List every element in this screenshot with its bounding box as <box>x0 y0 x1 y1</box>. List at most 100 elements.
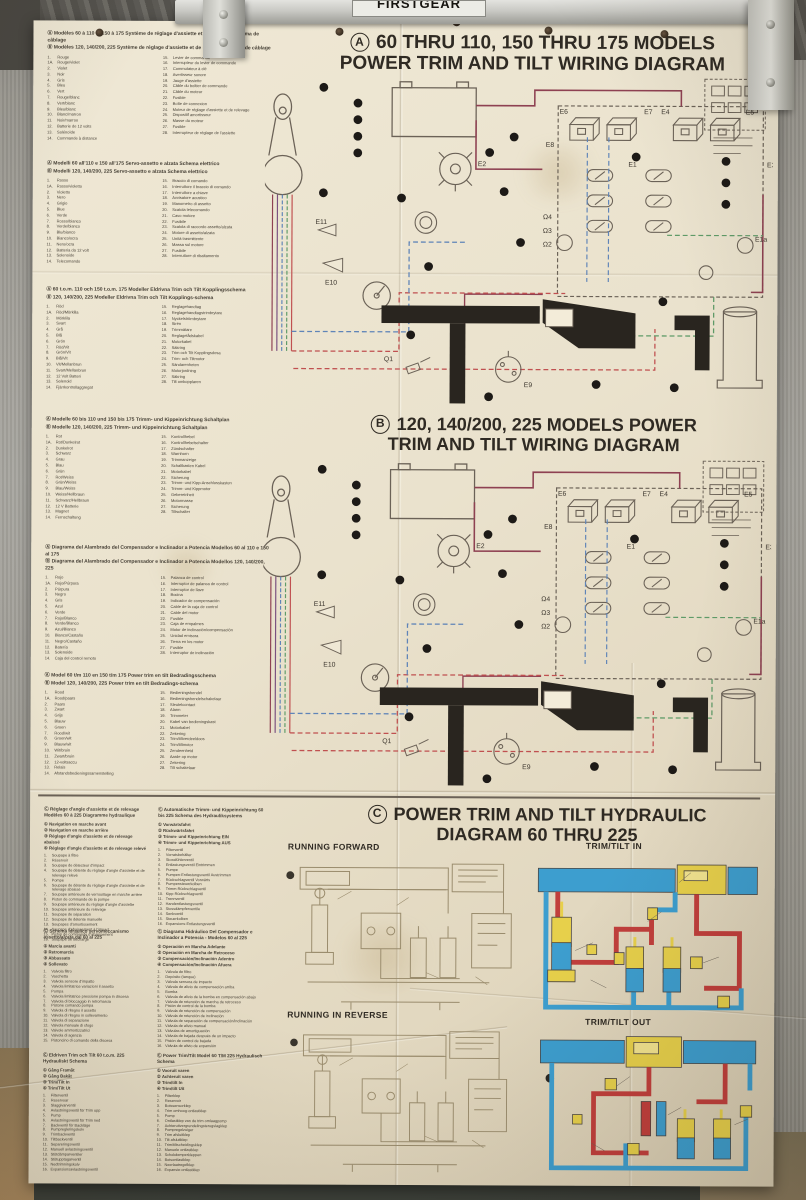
legend-item-text: Afstandsbedieningssamenstelling <box>54 770 114 776</box>
legend-header-line: Ⓑ Diagrama del Alambrado del Compensador… <box>45 558 265 571</box>
legend-item-number: 14. <box>44 655 51 661</box>
legend-row: 28.Tiltschalter <box>161 509 270 515</box>
clamp-screw <box>219 10 228 19</box>
legend-item-text: Tilt schakelaar <box>169 765 196 771</box>
legend-item-text: Fjärrkontrollaggregat <box>55 384 93 390</box>
legend-item-text: Tilt omkopplaren <box>171 379 201 385</box>
legend-header: Ⓐ Modelle 60 bis 110 und 150 bis 175 Tri… <box>46 416 270 431</box>
legend-item-number: 16. <box>157 1043 163 1048</box>
legend-row: 16.Válvula de alivio de expansión <box>157 1044 267 1049</box>
legend-item-number: 28. <box>162 129 169 135</box>
clamp-screw <box>766 78 775 87</box>
section-c-badge: C <box>367 804 387 824</box>
hyd-legend-mode: ④ Réglage d'angle d'assiette et de relev… <box>43 845 147 851</box>
legend-row: 28.Tilt omkopplaren <box>161 379 270 385</box>
legend-row: 28.Interrupteur de réglage de l'assiette <box>163 130 272 136</box>
legend-item-text: Caja del control remoto <box>54 655 97 661</box>
legend-block-swedish: Ⓐ 60 t.o.m. 110 och 150 t.o.m. 175 Model… <box>46 286 270 391</box>
legend-item-text: Expansions-Entlastungsventil <box>165 921 216 927</box>
legend-item-text: Expansie-ontlastklep <box>164 1167 200 1172</box>
legend-header-line: Ⓐ Modelli 60 all'110 e 150 all'175 Servo… <box>46 160 220 168</box>
legend-row: 14.Fjärrkontrollaggregat <box>46 385 155 391</box>
trim-tilt-out-label: TRIM/TILT OUT <box>585 1016 652 1028</box>
hyd-legend-header: Ⓒ Eldriven Trim och Tilt 60 t.o.m. 225 H… <box>42 1052 125 1064</box>
legend-header-line: Ⓑ Model 120, 140/200, 225 Power trim en … <box>44 679 199 687</box>
legend-header-line: Ⓑ 120, 140/200, 225 Modeller Eldrivna Tr… <box>46 293 214 301</box>
legend-item-number: 14. <box>46 258 53 264</box>
section-a-title-line2: POWER TRIM AND TILT WIRING DIAGRAM <box>339 52 726 76</box>
legend-row: 6. Soupape de détente du réglage d'angle … <box>44 883 148 893</box>
legend-item-text: Pistoncino di comando della discesa <box>51 1038 113 1043</box>
legend-item-text: Expansionsavlastningsventil <box>50 1167 99 1172</box>
table-corner-left <box>0 1048 34 1200</box>
hydraulic-diagram-forward <box>277 853 536 1012</box>
clamp-screw <box>219 38 228 47</box>
legend-item-number: 14. <box>45 384 52 390</box>
section-a-badge: A <box>349 32 370 52</box>
legend-row: 28.Tilt schakelaar <box>160 765 269 771</box>
legend-row: 14.Telecomando <box>46 259 155 265</box>
legend-row: 15.Pistoncino di comando della discesa <box>43 1038 147 1043</box>
hyd-legend-header: Ⓒ Schema idraulico servomeccanismo asset… <box>43 928 129 940</box>
legend-row: 28.Interruptor de inclinación <box>160 650 269 656</box>
section-b-badge: B <box>370 414 390 434</box>
legend-item-number: 14. <box>45 514 51 520</box>
legend-item-text: Interruttore di ribaltamento <box>172 253 219 259</box>
hyd-legend-mode: ④ Trim/tilt Uit <box>156 1085 185 1092</box>
caliper-clamp-right <box>748 0 794 110</box>
trim-tilt-in-label: TRIM/TILT IN <box>585 840 643 852</box>
legend-item-text: Soupape de détente du réglage d'angle d'… <box>51 883 145 893</box>
hyd-legend-spanish: Ⓒ Diagrama Hidráulico Del Compensador e … <box>157 929 268 1049</box>
hyd-legend-mode: ④ Compensación/Inclinación Afuera <box>157 961 232 968</box>
running-forward-label: RUNNING FORWARD <box>287 841 380 852</box>
pin-hole <box>95 28 104 37</box>
hyd-legend-mode: ④ Trimm- und Kippeinrichtung AUS <box>157 839 231 846</box>
legend-item-text: Válvula de alivio de expansión <box>165 1043 217 1049</box>
legend-item-text: Tiltschalter <box>170 509 191 515</box>
legend-header: Ⓐ Diagrama del Alambrado del Compensador… <box>45 544 269 572</box>
hyd-legend-header: Ⓒ Réglage d'angle d'assiette et de relev… <box>44 806 140 818</box>
legend-item-text: Interrupteur de réglage de l'assiette <box>172 129 236 136</box>
hyd-legend-header: Ⓒ Power Trim/Tilt Model 60 T/M 225 Hydra… <box>156 1052 263 1064</box>
legend-row: 14.Afstandsbedieningssamenstelling <box>44 771 153 777</box>
hydraulic-diagram-tilt-in <box>531 853 768 1030</box>
legend-header: Ⓐ 60 t.o.m. 110 och 150 t.o.m. 175 Model… <box>46 286 270 301</box>
legend-block-dutch: Ⓐ Model 60 t/m 110 en 150 t/m 175 Power … <box>44 672 268 777</box>
legend-item-text: Soupape de détente du réglage d'angle d'… <box>51 868 145 878</box>
legend-block-german: Ⓐ Modelle 60 bis 110 und 150 bis 175 Tri… <box>45 416 269 521</box>
legend-row: 16.Expansions-Entlastungsventil <box>158 922 268 927</box>
legend-item-number: 6. <box>43 882 47 887</box>
section-c-title-line1: POWER TRIM AND TILT HYDRAULIC <box>393 803 707 826</box>
caliper-label-plate: FIRSTGEAR <box>352 0 486 17</box>
legend-header-line: Ⓐ Diagrama del Alambrado del Compensador… <box>45 544 269 557</box>
caliper-clamp-left <box>203 0 245 58</box>
hydraulic-diagram-reverse <box>277 1021 536 1174</box>
pin-hole <box>544 26 553 35</box>
legend-item-text: Commande à distance <box>57 135 98 141</box>
legend-header-line: Ⓐ Modelle 60 bis 110 und 150 bis 175 Tri… <box>45 416 230 424</box>
legend-item-number: 4. <box>43 868 48 873</box>
section-b-title-line2: TRIM AND TILT WIRING DIAGRAM <box>387 434 680 456</box>
legend-header-line: Ⓐ 60 t.o.m. 110 och 150 t.o.m. 175 Model… <box>46 286 246 294</box>
legend-block-italian: Ⓐ Modelli 60 all'110 e 150 all'175 Servo… <box>46 160 270 265</box>
legend-item-number: 28. <box>160 509 167 515</box>
